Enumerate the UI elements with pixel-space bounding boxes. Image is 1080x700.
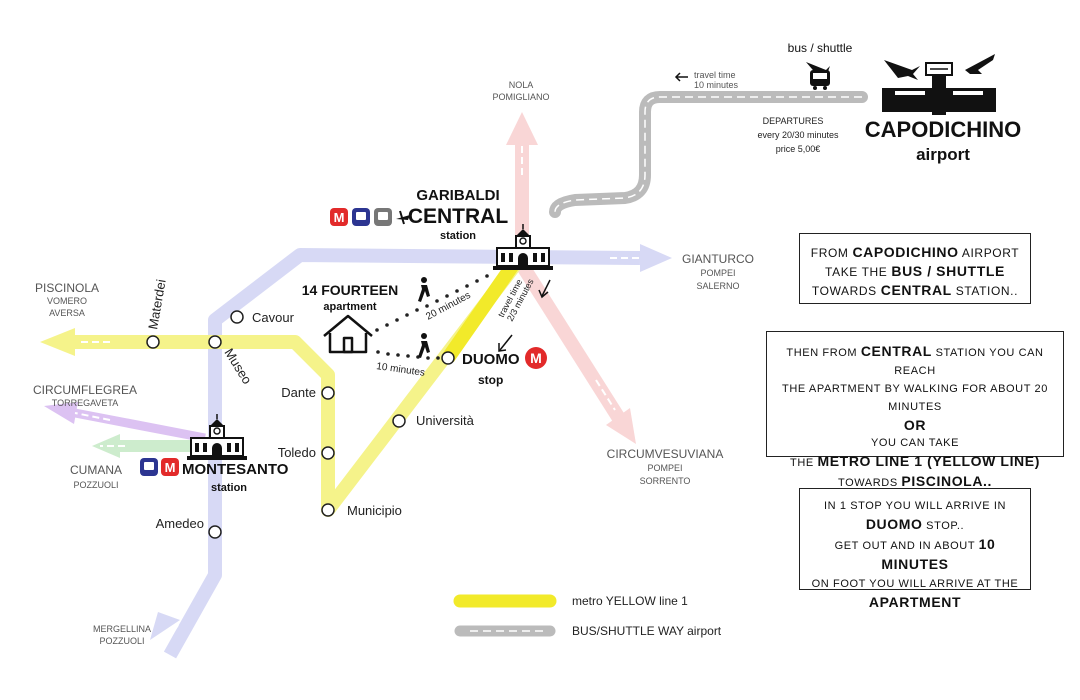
- dest-circumvesuviana-sub2: SORRENTO: [640, 476, 691, 486]
- dest-pomigliano: POMIGLIANO: [492, 92, 549, 102]
- dest-nola: NOLA: [509, 80, 534, 90]
- box3-line1: IN 1 STOP YOU WILL ARRIVE IN: [823, 500, 1007, 512]
- bus-road: [549, 91, 868, 218]
- box3-line5: APARTMENT: [868, 594, 962, 610]
- box2-line6: TOWARDS PISCINOLA..: [837, 473, 993, 489]
- montesanto-subtitle: station: [211, 482, 247, 494]
- dest-cumana: CUMANA: [70, 463, 122, 477]
- departures-label: DEPARTURES: [763, 116, 824, 126]
- travel-time-label: travel time: [694, 70, 736, 80]
- station-label-materdei: Materdei: [145, 278, 169, 331]
- station-label-municipio: Municipio: [347, 503, 402, 518]
- dest-piscinola-sub1: VOMERO: [47, 296, 87, 306]
- box1-line1: FROM CAPODICHINO AIRPORT: [810, 244, 1020, 260]
- station-dots: [146, 310, 455, 539]
- legend-yellow-label: metro YELLOW line 1: [572, 594, 688, 608]
- walk-10-label: 10 minutes: [376, 361, 426, 379]
- dest-mergellina: MERGELLINA: [93, 624, 151, 634]
- airport-name: CAPODICHINO: [865, 117, 1021, 142]
- box1-line2: TAKE THE BUS / SHUTTLE: [825, 263, 1005, 279]
- airport-icon: [882, 54, 996, 115]
- station-dot-museo: [208, 335, 222, 349]
- central-station-title-2: CENTRAL: [408, 205, 508, 228]
- box2-line4: YOU CAN TAKE: [870, 437, 960, 449]
- station-label-dante: Dante: [281, 385, 316, 400]
- dest-gianturco-sub1: POMPEI: [700, 268, 735, 278]
- dest-circumflegrea-sub: TORREGAVETA: [52, 398, 119, 408]
- box2-line2: THE APARTMENT BY WALKING FOR ABOUT 20 MI…: [782, 383, 1048, 413]
- montesanto-transport-badges: M: [140, 458, 179, 476]
- station-dot-amedeo: [208, 525, 222, 539]
- apartment-title: 14 FOURTEEN: [302, 282, 398, 298]
- station-dot-cavour: [230, 310, 244, 324]
- dest-gianturco-sub2: SALERNO: [696, 281, 739, 291]
- station-dot-duomo: [441, 351, 455, 365]
- station-dot-universita: [392, 414, 406, 428]
- dest-gianturco: GIANTURCO: [682, 252, 754, 266]
- svg-text:M: M: [334, 210, 345, 225]
- central-station-icon: [492, 223, 554, 271]
- house-icon: [323, 314, 373, 354]
- montesanto-station-icon: [186, 413, 248, 461]
- dest-circumflegrea: CIRCUMFLEGREA: [33, 383, 137, 397]
- station-dot-toledo: [321, 446, 335, 460]
- instruction-box-duomo: IN 1 STOP YOU WILL ARRIVE IN DUOMO STOP.…: [799, 488, 1031, 610]
- legend: metro YELLOW line 1 BUS/SHUTTLE WAY airp…: [453, 594, 722, 638]
- blue-line: [150, 244, 672, 659]
- bus-shuttle-label: bus / shuttle: [788, 41, 853, 55]
- central-transport-badges: M: [330, 208, 410, 226]
- dest-circumvesuviana: CIRCUMVESUVIANA: [607, 447, 724, 461]
- travel-time-value: 10 minutes: [694, 80, 739, 90]
- instruction-box-airport: FROM CAPODICHINO AIRPORT TAKE THE BUS / …: [799, 233, 1031, 304]
- box2-line3: OR: [903, 417, 927, 433]
- station-dot-dante: [321, 386, 335, 400]
- station-dot-materdei: [146, 335, 160, 349]
- box3-line3: GET OUT AND IN ABOUT 10 MINUTES: [834, 536, 996, 572]
- svg-text:M: M: [530, 350, 542, 366]
- station-dot-municipio: [321, 503, 335, 517]
- dest-circumvesuviana-sub1: POMPEI: [647, 463, 682, 473]
- arrow-icon: [498, 72, 688, 352]
- duomo-subtitle: stop: [478, 373, 503, 387]
- dest-piscinola: PISCINOLA: [35, 281, 99, 295]
- svg-text:M: M: [165, 460, 176, 475]
- yellow-line-highlight: [442, 257, 521, 363]
- departures-price: price 5,00€: [776, 144, 821, 154]
- box2-line5: THE METRO LINE 1 (YELLOW LINE): [790, 453, 1040, 469]
- instruction-box-central: THEN FROM CENTRAL STATION YOU CAN REACH …: [766, 331, 1064, 489]
- dest-mergellina-sub: POZZUOLI: [99, 636, 144, 646]
- central-station-title-1: GARIBALDI: [416, 187, 499, 204]
- walking-person-icon: [418, 277, 430, 358]
- walk-20-label: 20 minutes: [424, 290, 472, 323]
- station-label-toledo: Toledo: [278, 445, 316, 460]
- montesanto-title: MONTESANTO: [182, 461, 289, 478]
- airport-subtitle: airport: [916, 145, 970, 164]
- station-label-cavour: Cavour: [252, 310, 295, 325]
- dest-cumana-sub: POZZUOLI: [73, 480, 118, 490]
- box1-line3: TOWARDS CENTRAL STATION..: [811, 282, 1019, 298]
- departures-frequency: every 20/30 minutes: [757, 130, 839, 140]
- duomo-title: DUOMO: [462, 351, 520, 368]
- central-station-subtitle: station: [440, 230, 476, 242]
- duomo-metro-badge: M: [525, 347, 547, 369]
- walking-path: [375, 274, 489, 360]
- box2-line1: THEN FROM CENTRAL STATION YOU CAN REACH: [786, 343, 1044, 377]
- box3-line4: ON FOOT YOU WILL ARRIVE AT THE: [811, 578, 1019, 590]
- legend-bus-label: BUS/SHUTTLE WAY airport: [572, 624, 722, 638]
- dest-piscinola-sub2: AVERSA: [49, 308, 85, 318]
- box3-line2: DUOMO STOP..: [865, 516, 965, 532]
- station-label-museo: Museo: [221, 346, 254, 387]
- station-label-amedeo: Amedeo: [156, 516, 204, 531]
- bus-icon: [806, 62, 830, 90]
- station-label-universita: Università: [416, 413, 475, 428]
- apartment-subtitle: apartment: [323, 301, 377, 313]
